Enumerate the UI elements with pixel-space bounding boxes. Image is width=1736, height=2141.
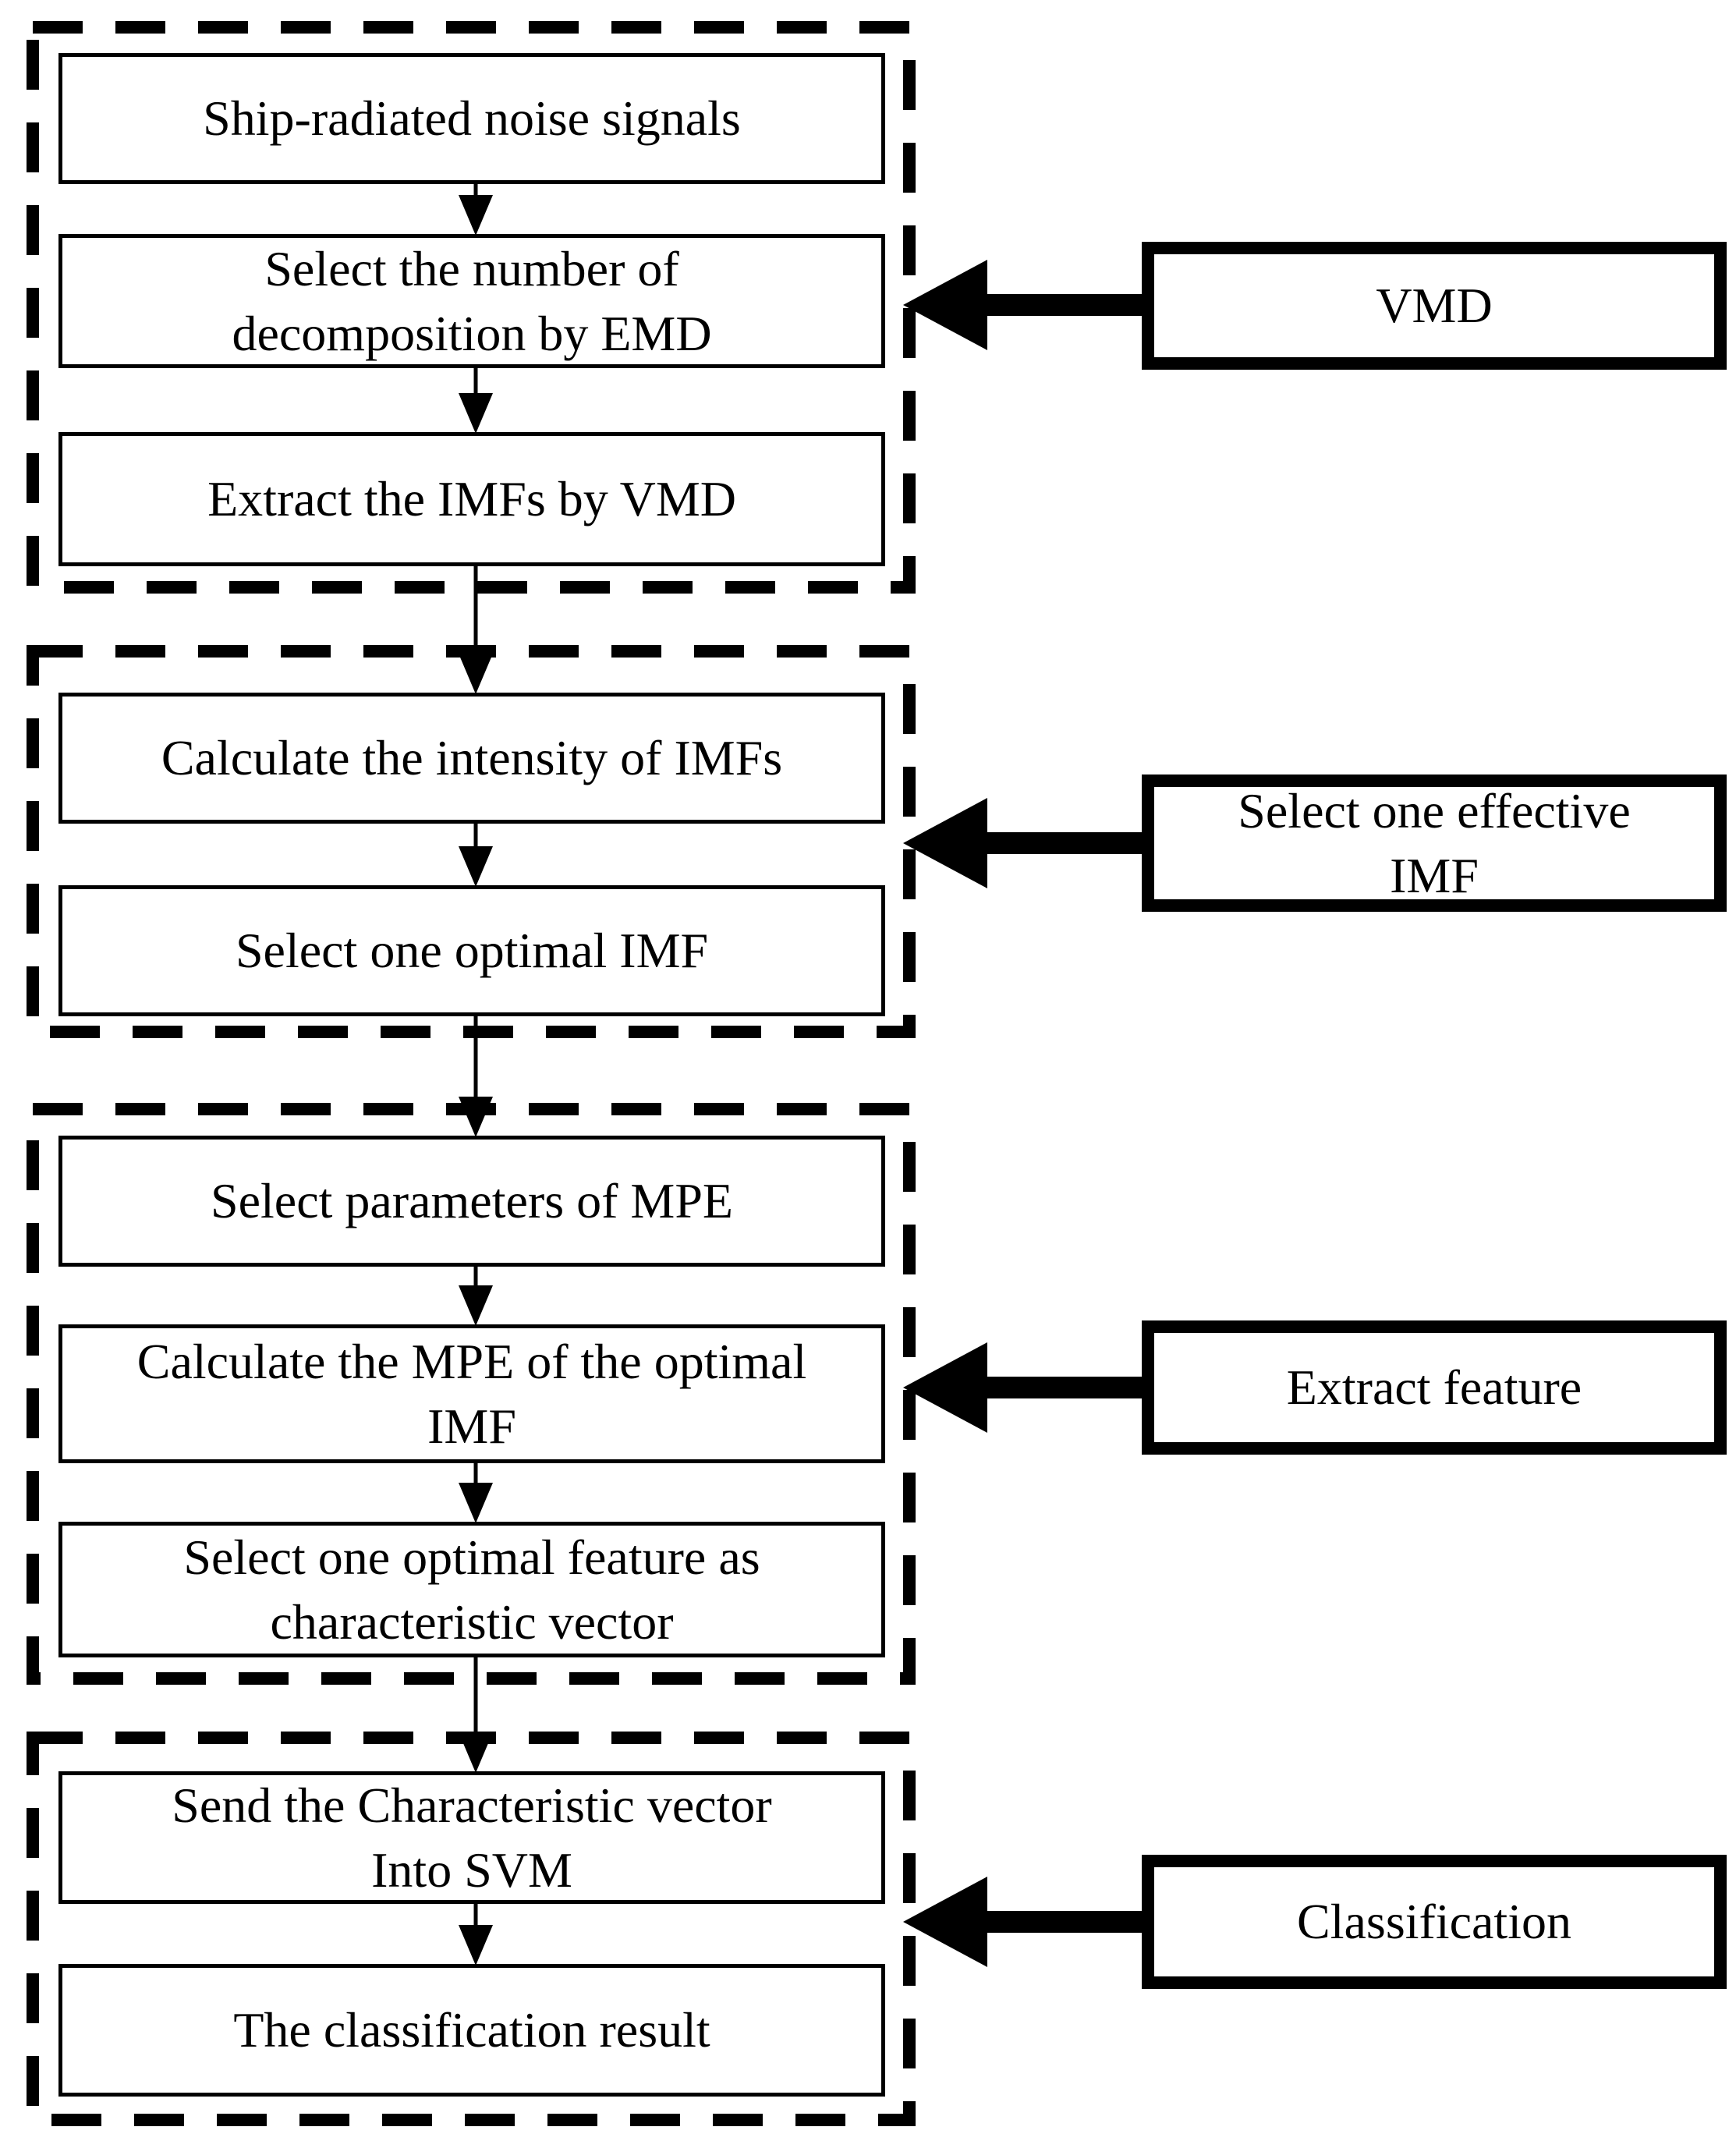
thick-left-arrow bbox=[903, 1342, 1145, 1433]
side-label-select-effective-imf: Select one effective IMF bbox=[1142, 775, 1727, 912]
stage-border-select-effective-imf bbox=[27, 645, 916, 1038]
step-select-one-optimal-imf: Select one optimal IMF bbox=[58, 885, 885, 1016]
down-arrow bbox=[459, 823, 493, 887]
step-select-number-decomposition-emd: Select the number of decomposition by EM… bbox=[58, 234, 885, 368]
step-calculate-intensity-imfs: Calculate the intensity of IMFs bbox=[58, 693, 885, 824]
down-arrow bbox=[459, 1656, 493, 1773]
step-select-parameters-mpe: Select parameters of MPE bbox=[58, 1136, 885, 1267]
down-arrow bbox=[459, 565, 493, 694]
step-ship-radiated-noise-signals: Ship-radiated noise signals bbox=[58, 53, 885, 184]
step-extract-imfs-vmd: Extract the IMFs by VMD bbox=[58, 432, 885, 566]
side-label-vmd: VMD bbox=[1142, 242, 1727, 370]
step-classification-result: The classification result bbox=[58, 1964, 885, 2097]
down-arrow bbox=[459, 1016, 493, 1137]
down-arrow bbox=[459, 1462, 493, 1523]
down-arrow bbox=[459, 183, 493, 236]
down-arrow bbox=[459, 1265, 493, 1326]
stage-border-vmd bbox=[27, 21, 916, 594]
thick-left-arrow bbox=[903, 260, 1145, 350]
down-arrow bbox=[459, 367, 493, 434]
step-calculate-mpe-optimal-imf: Calculate the MPE of the optimal IMF bbox=[58, 1324, 885, 1463]
step-select-optimal-feature-characteristic-vector: Select one optimal feature as characteri… bbox=[58, 1522, 885, 1657]
down-arrow bbox=[459, 1903, 493, 1966]
side-label-classification: Classification bbox=[1142, 1855, 1727, 1989]
step-send-characteristic-vector-svm: Send the Characteristic vector Into SVM bbox=[58, 1771, 885, 1904]
side-label-extract-feature: Extract feature bbox=[1142, 1320, 1727, 1455]
thick-left-arrow bbox=[903, 1877, 1145, 1967]
thick-left-arrow bbox=[903, 798, 1145, 888]
